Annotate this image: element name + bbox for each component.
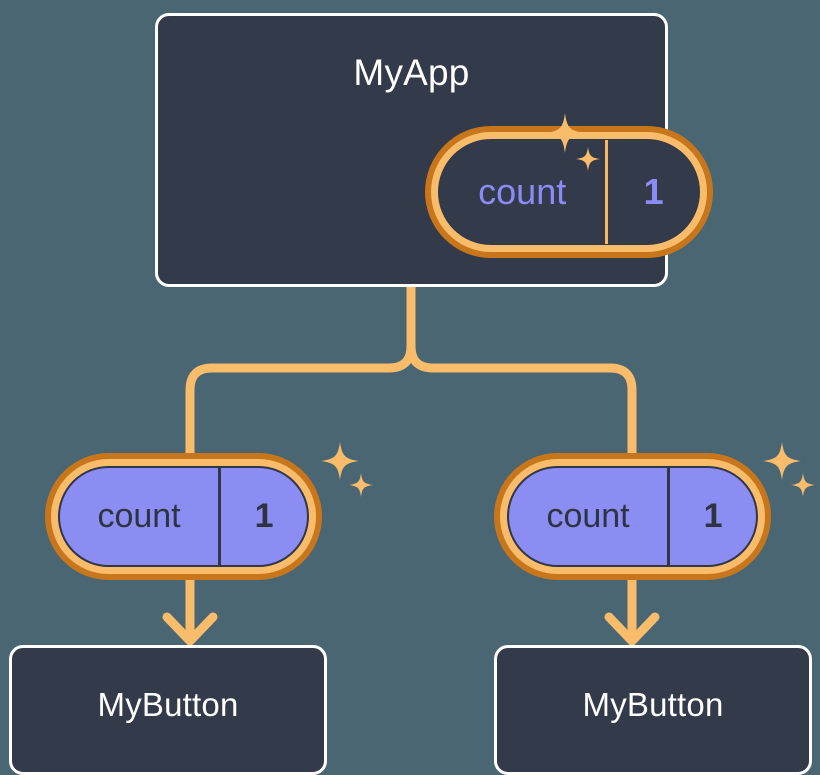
component-label: MyButton	[582, 686, 724, 723]
arrow-down-icon-right	[604, 612, 660, 646]
connector-branch-left	[185, 341, 416, 460]
state-pill-body: count 1	[438, 139, 700, 245]
connector-branch-right	[406, 341, 637, 460]
sparkles-icon	[318, 440, 374, 506]
state-value: 1	[605, 140, 699, 244]
component-card-myapp[interactable]: MyApp count 1	[155, 13, 713, 287]
state-pill-inner-ring: count 1	[431, 132, 707, 252]
state-pill-inner-ring: count 1	[500, 459, 765, 574]
page-title: MyApp	[353, 52, 470, 93]
state-pill-inner-ring: count 1	[51, 459, 316, 574]
state-value: 1	[218, 468, 307, 565]
state-pill-child-right[interactable]: count 1	[494, 453, 771, 580]
state-key: count	[97, 497, 181, 535]
sparkles-icon	[760, 440, 816, 506]
component-card-mybutton-right[interactable]: MyButton	[494, 645, 812, 775]
component-card-mybutton-left[interactable]: MyButton	[9, 645, 327, 775]
state-pill-body: count 1	[507, 466, 758, 567]
state-key: count	[478, 171, 567, 212]
component-label: MyButton	[97, 686, 239, 723]
state-pill-child-left[interactable]: count 1	[45, 453, 322, 580]
state-pill-body: count 1	[58, 466, 309, 567]
state-pill-myapp[interactable]: count 1	[425, 126, 713, 258]
state-key: count	[546, 497, 630, 535]
state-value: 1	[667, 468, 756, 565]
arrow-down-icon-left	[162, 612, 218, 646]
